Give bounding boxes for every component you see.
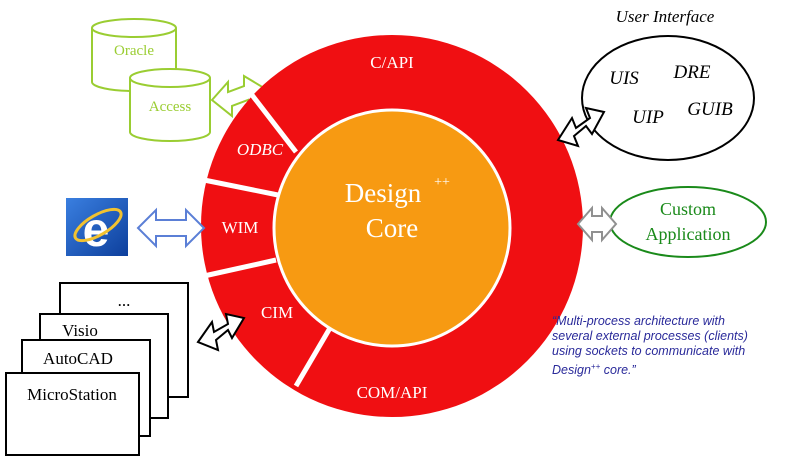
custom-app-line2: Application [646, 224, 731, 244]
app-double-arrow [576, 205, 618, 243]
comapi-label: COM/API [357, 383, 428, 402]
note-text: “Multi-process architecture with several… [552, 314, 748, 378]
cad-double-arrow [196, 312, 246, 352]
cad-stack [5, 282, 189, 456]
browser-double-arrow [136, 207, 206, 249]
access-label: Access [149, 99, 192, 115]
core-superscript: ++ [434, 175, 450, 190]
cad-item-microstation: MicroStation [27, 385, 117, 404]
internet-explorer-icon: e [66, 198, 128, 257]
ui-double-arrow [556, 106, 606, 148]
wim-label: WIM [222, 218, 259, 237]
cim-label: CIM [261, 303, 293, 322]
oracle-label: Oracle [114, 43, 154, 59]
svg-text:e: e [83, 204, 110, 257]
ring-separators [203, 93, 333, 388]
user-interface-ellipse [581, 35, 755, 161]
ui-item-guib: GUIB [687, 99, 733, 120]
odbc-label: ODBC [237, 140, 284, 159]
core-title: Design [345, 178, 422, 208]
architecture-note: “Multi-process architecture with several… [552, 314, 752, 378]
ui-item-dre: DRE [673, 62, 711, 83]
cad-item-autocad: AutoCAD [43, 349, 113, 368]
custom-application-ellipse [609, 186, 767, 258]
note-end: core.” [600, 363, 636, 378]
capi-label: C/API [370, 53, 414, 72]
ui-item-uis: UIS [609, 68, 639, 89]
user-interface-title: User Interface [616, 7, 715, 26]
cad-item-visio: Visio [62, 321, 98, 340]
access-database: Access [129, 68, 211, 142]
core-subtitle: Core [366, 213, 419, 243]
core-circle [272, 108, 512, 348]
cad-item-more: ... [118, 291, 131, 310]
ui-item-uip: UIP [632, 107, 664, 128]
custom-app-line1: Custom [660, 199, 716, 219]
note-superscript: ++ [590, 362, 601, 371]
